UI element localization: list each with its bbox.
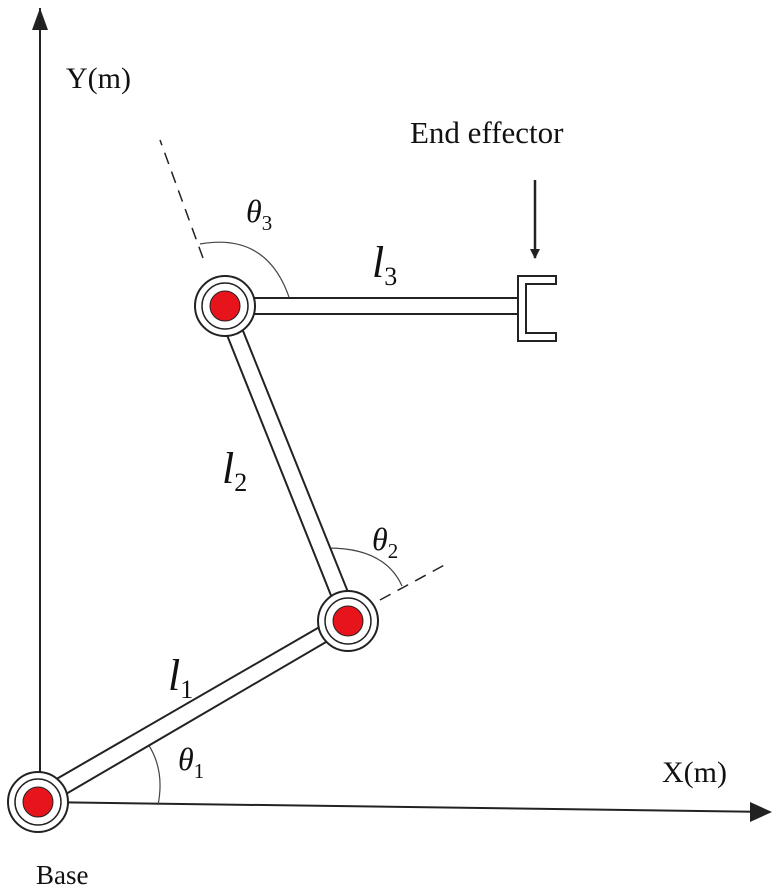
y-axis-label: Y(m) (66, 62, 131, 95)
theta3-arc (199, 241, 291, 301)
link-2-subscript: 2 (234, 468, 247, 497)
theta-1-letter: θ (178, 741, 194, 777)
theta-1-label: θ1 (178, 741, 204, 783)
theta-2-letter: θ (372, 521, 388, 557)
end-effector-gripper (517, 275, 557, 342)
theta-3-subscript: 3 (262, 211, 273, 235)
joint-3-core (209, 290, 241, 322)
joint-2 (317, 590, 379, 652)
link-2-symbol: l2 (222, 444, 247, 497)
joint-2-core (332, 605, 364, 637)
theta-2-label: θ2 (372, 521, 398, 563)
link-1-symbol: l1 (168, 651, 193, 704)
theta-3-label: θ3 (246, 193, 272, 235)
link-3-letter: l (372, 238, 384, 287)
link1-extension-dashed (379, 561, 451, 601)
link-1-subscript: 1 (180, 675, 193, 704)
base-label: Base (36, 860, 89, 890)
joint-base-core (22, 786, 54, 818)
theta2-arc (327, 547, 403, 587)
axes (32, 8, 772, 822)
theta-1-subscript: 1 (194, 759, 205, 783)
x-axis-arrowhead (750, 802, 772, 822)
theta-3-letter: θ (246, 193, 262, 229)
y-axis-arrowhead (32, 8, 48, 30)
link-3-subscript: 3 (384, 262, 397, 291)
link-1-letter: l (168, 651, 180, 700)
joint-base (7, 771, 69, 833)
end-effector-label: End effector (410, 115, 564, 150)
theta1-arc (147, 743, 161, 806)
link-2-letter: l (222, 444, 234, 493)
link-3 (224, 297, 521, 315)
link2-extension-dashed (159, 139, 204, 259)
theta-2-subscript: 2 (388, 539, 399, 563)
joint-3 (194, 275, 256, 337)
link-2 (215, 304, 358, 620)
x-axis-label: X(m) (662, 756, 727, 789)
link-1 (32, 612, 352, 810)
link-3-symbol: l3 (372, 238, 397, 291)
x-axis (39, 801, 771, 813)
